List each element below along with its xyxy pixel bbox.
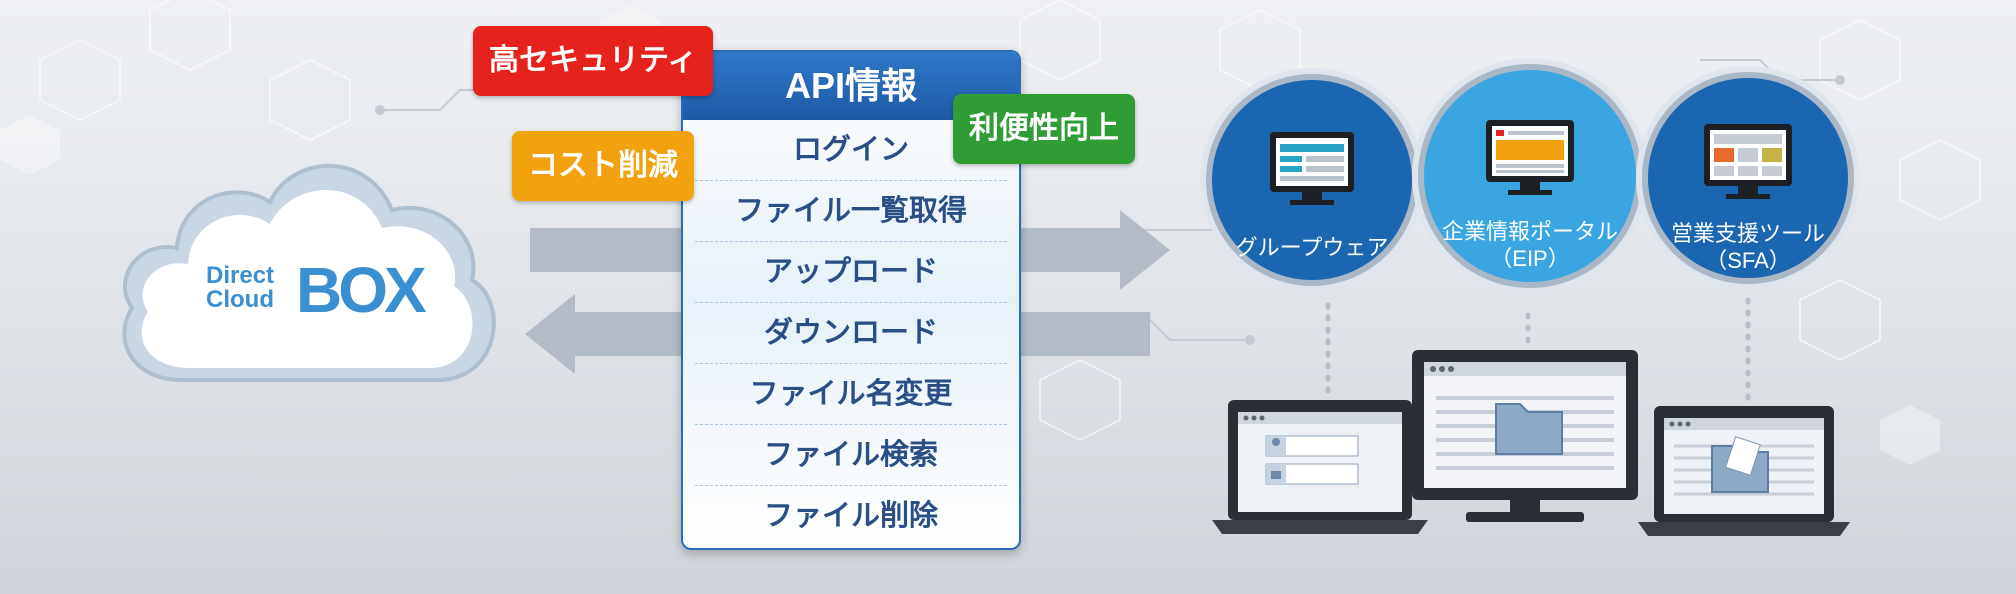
arrow-right-head [1120, 210, 1170, 290]
arrow-left-head [525, 294, 575, 374]
api-item-upload: アップロード [695, 242, 1007, 303]
service-label-eip: 企業情報ポータル [1441, 219, 1618, 244]
directcloud-box-logo: Direct Cloud BOX [206, 258, 456, 328]
api-function-list: ログイン ファイル一覧取得 アップロード ダウンロード ファイル名変更 ファイル… [683, 120, 1019, 546]
desktop-folder-icon [1412, 350, 1638, 522]
brand-line-direct: Direct [206, 262, 275, 289]
sfa-monitor-icon [1636, 66, 1860, 290]
api-item-file-list: ファイル一覧取得 [695, 181, 1007, 242]
badge-convenience: 利便性向上 [953, 94, 1135, 164]
badge-cost-reduction: コスト削減 [512, 131, 694, 201]
laptop-login-icon [1212, 400, 1428, 534]
api-item-search: ファイル検索 [695, 425, 1007, 486]
api-item-download: ダウンロード [695, 303, 1007, 364]
api-item-login: ログイン [695, 120, 1007, 181]
service-label-sfa: 営業支援ツール [1670, 221, 1825, 246]
groupware-monitor-icon [1200, 68, 1424, 292]
laptop-documents-icon [1638, 406, 1850, 536]
service-label-eip-abbr: （EIP） [1490, 246, 1570, 271]
api-panel-title: API情報 [683, 52, 1019, 120]
api-item-rename: ファイル名変更 [695, 364, 1007, 425]
service-eip: 企業情報ポータル （EIP） [1410, 56, 1650, 296]
service-label-sfa-abbr: （SFA） [1705, 248, 1791, 273]
brand-line-cloud: Cloud [206, 286, 274, 313]
service-groupware: グループウェア [1198, 66, 1426, 294]
service-label-groupware: グループウェア [1235, 235, 1389, 260]
brand-box: BOX [296, 254, 427, 326]
service-sfa: 営業支援ツール （SFA） [1634, 64, 1862, 292]
eip-monitor-icon [1412, 58, 1648, 294]
api-item-delete: ファイル削除 [763, 500, 938, 532]
cloud-icon [122, 163, 496, 382]
badge-high-security: 高セキュリティ [473, 26, 714, 96]
